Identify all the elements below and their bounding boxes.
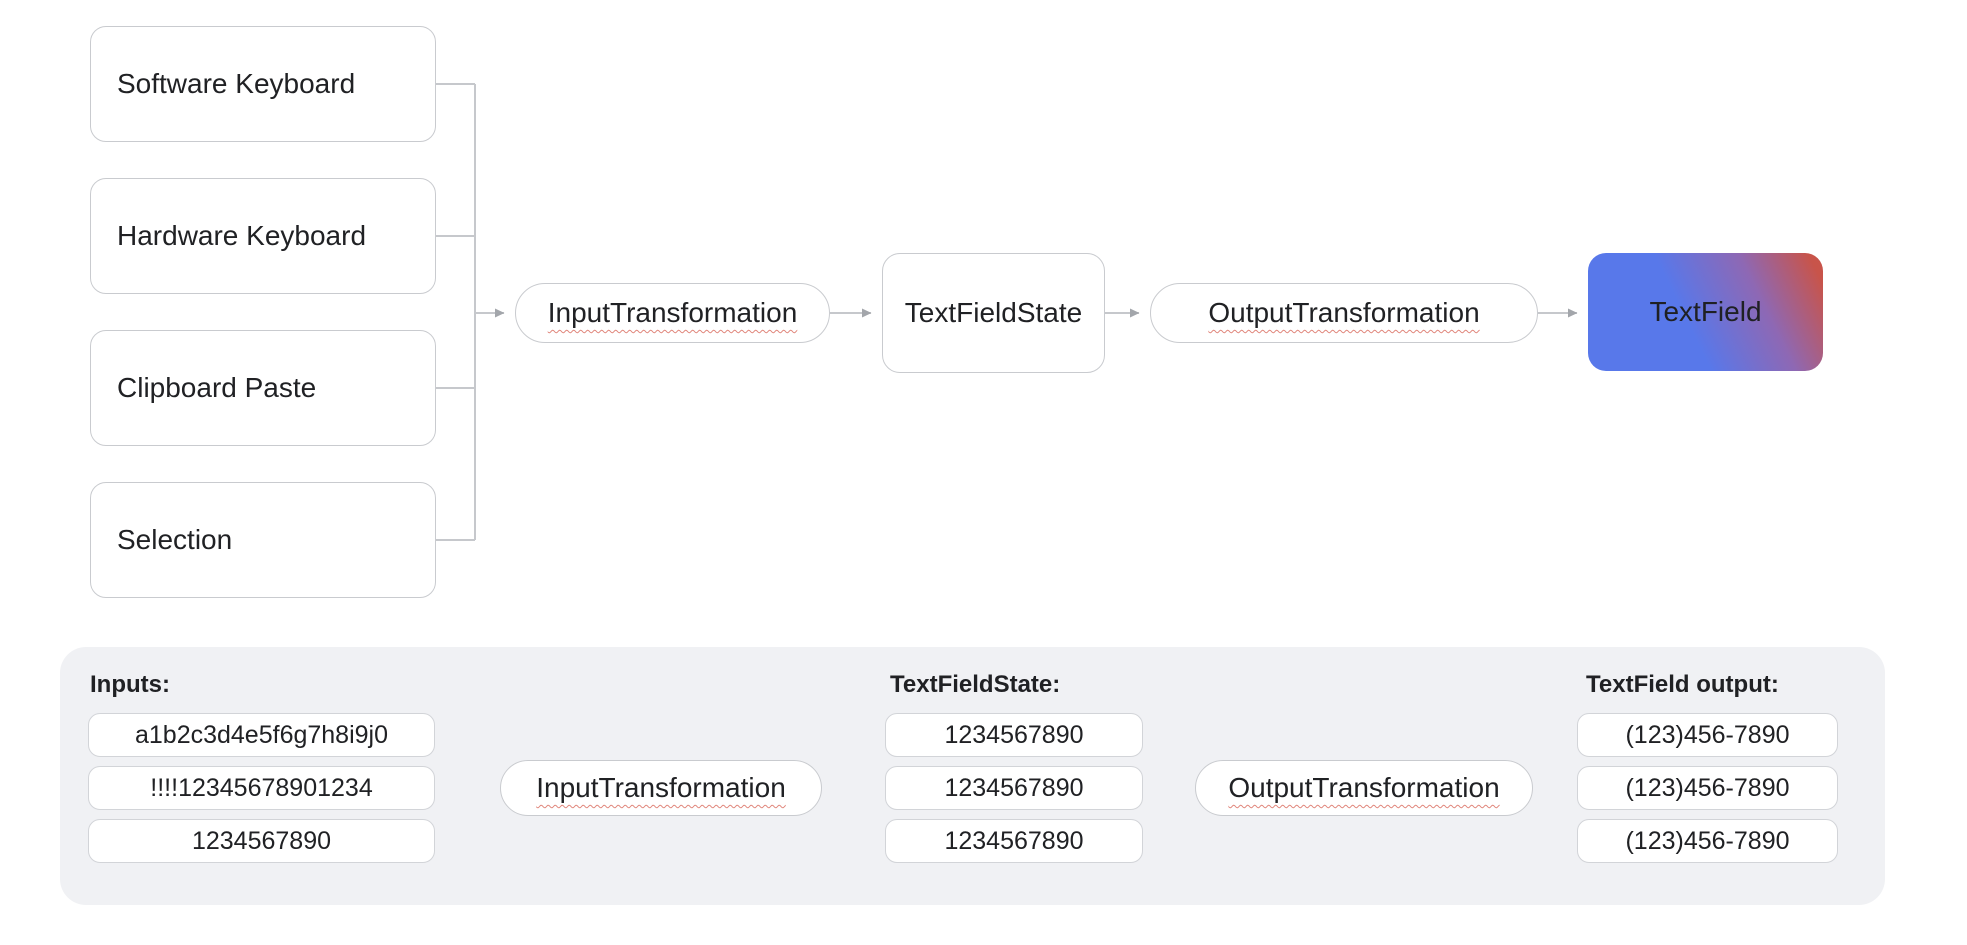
example-output-transformation-node: OutputTransformation <box>1195 760 1533 816</box>
output-value-box: (123)456-7890 <box>1577 713 1838 757</box>
textfield-label: TextField <box>1649 296 1762 327</box>
source-label: Software Keyboard <box>117 68 356 99</box>
output-transformation-node: OutputTransformation <box>1150 283 1538 343</box>
input-value-box: a1b2c3d4e5f6g7h8i9j0 <box>88 713 435 757</box>
state-value-box: 1234567890 <box>885 766 1143 810</box>
source-box-clipboard-paste: Clipboard Paste <box>90 330 436 446</box>
source-label: Selection <box>117 524 233 555</box>
input-value: a1b2c3d4e5f6g7h8i9j0 <box>134 720 388 749</box>
output-transformation-label: OutputTransformation <box>1208 297 1480 328</box>
input-value-box: !!!!12345678901234 <box>88 766 435 810</box>
textfieldstate-label: TextFieldState <box>904 297 1083 328</box>
source-box-hardware-keyboard: Hardware Keyboard <box>90 178 436 294</box>
example-output-transformation-label: OutputTransformation <box>1228 772 1500 803</box>
top-source-merge-lines <box>436 83 505 541</box>
example-input-transformation-label: InputTransformation <box>536 772 786 803</box>
source-label: Clipboard Paste <box>117 372 317 403</box>
textfieldstate-node: TextFieldState <box>882 253 1105 373</box>
output-value: (123)456-7890 <box>1625 773 1790 802</box>
output-value: (123)456-7890 <box>1625 720 1790 749</box>
state-value-box: 1234567890 <box>885 713 1143 757</box>
output-value-box: (123)456-7890 <box>1577 819 1838 863</box>
input-value: !!!!12345678901234 <box>150 773 373 802</box>
state-value: 1234567890 <box>944 826 1084 855</box>
input-value: 1234567890 <box>191 826 332 855</box>
inputs-label: Inputs: <box>90 671 170 698</box>
textfieldstate-column-label: TextFieldState: <box>890 671 1061 698</box>
example-input-transformation-node: InputTransformation <box>500 760 822 816</box>
state-value: 1234567890 <box>944 773 1084 802</box>
source-box-software-keyboard: Software Keyboard <box>90 26 436 142</box>
output-value: (123)456-7890 <box>1625 826 1790 855</box>
state-value-box: 1234567890 <box>885 819 1143 863</box>
source-box-selection: Selection <box>90 482 436 598</box>
source-label: Hardware Keyboard <box>117 220 367 251</box>
textfield-output-label: TextField output: <box>1586 671 1779 698</box>
input-transformation-node: InputTransformation <box>515 283 830 343</box>
state-value: 1234567890 <box>944 720 1084 749</box>
input-transformation-label: InputTransformation <box>547 297 798 328</box>
input-value-box: 1234567890 <box>88 819 435 863</box>
output-value-box: (123)456-7890 <box>1577 766 1838 810</box>
textfield-node: TextField <box>1588 253 1823 371</box>
